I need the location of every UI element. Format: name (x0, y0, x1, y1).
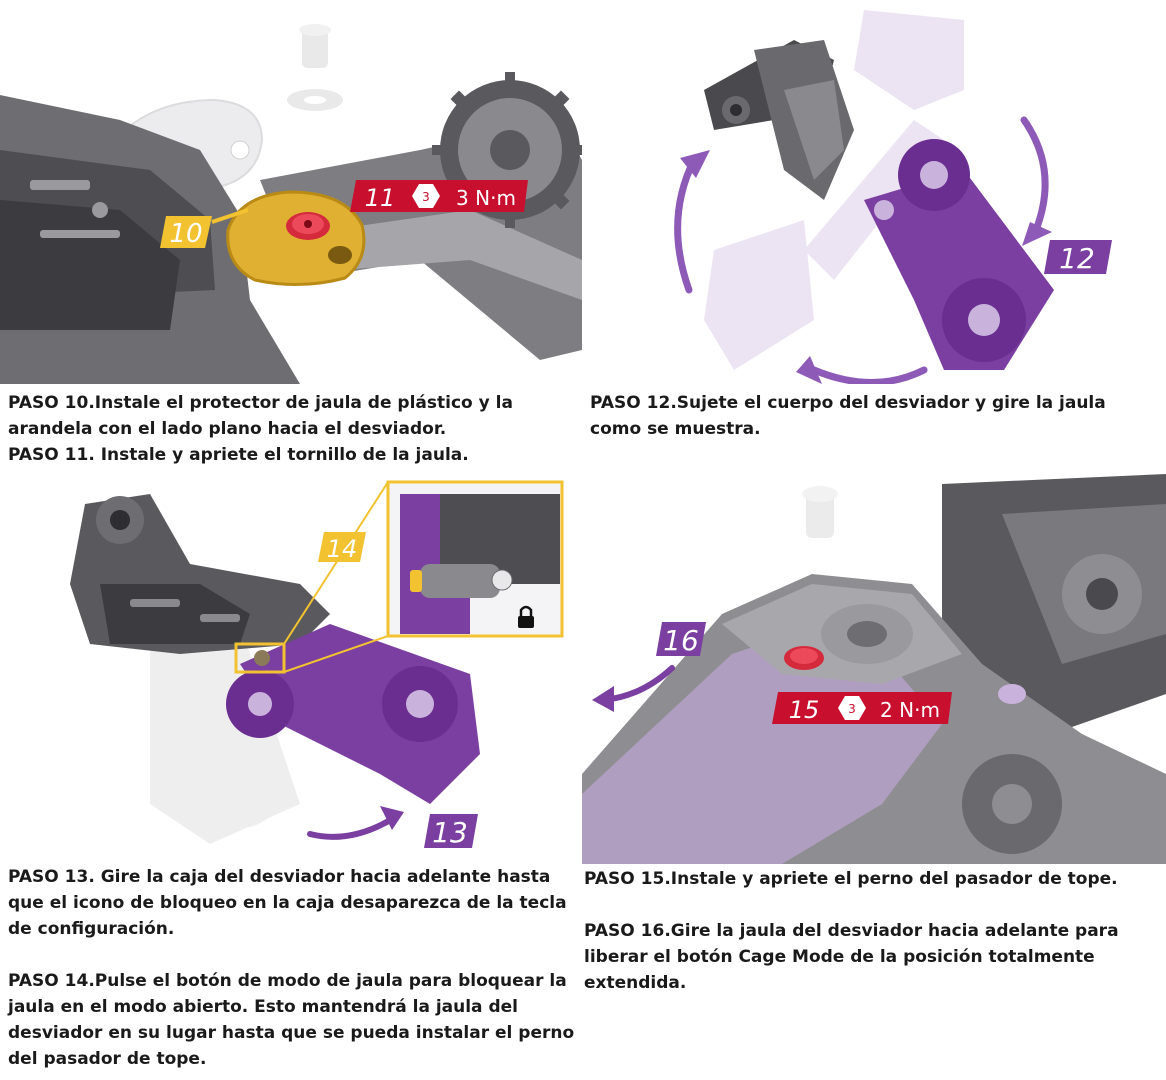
cage-mode-highlight (234, 642, 286, 674)
callout-step-16: 16 (656, 622, 706, 657)
caption-step-14: PASO 14.Pulse el botón de modo de jaula … (8, 971, 575, 1069)
callout-step-14-label: 14 (327, 535, 358, 563)
torque-label: 2 N·m (880, 698, 940, 722)
purple-cage (226, 624, 480, 804)
hex-size-label: 3 (848, 702, 856, 716)
hex-key-icon (838, 696, 866, 720)
red-bolt-icon (286, 212, 330, 240)
callout-step-11-label: 11 (365, 184, 396, 212)
hex-size-label: 3 (422, 190, 430, 204)
derailleur-body (70, 494, 330, 654)
caption-step-15-16: PASO 15.Instale y apriete el perno del p… (584, 866, 1160, 996)
caption-step-10: PASO 10.Instale el protector de jaula de… (8, 393, 513, 439)
lock-icon (518, 605, 534, 628)
caption-step-12: PASO 12.Sujete el cuerpo del desviador y… (590, 390, 1160, 442)
callout-step-12: 12 (1044, 240, 1112, 275)
callout-step-15: 15 3 2 N·m (772, 692, 952, 724)
caption-step-12-text: PASO 12.Sujete el cuerpo del desviador y… (590, 393, 1106, 439)
illustration-step-13-14: 14 13 (0, 474, 582, 860)
derailleur-body (704, 40, 854, 200)
purple-cage (864, 139, 1054, 370)
callout-step-13-label: 13 (432, 816, 468, 849)
rotate-arrow-icon (592, 665, 675, 712)
caption-step-13-14: PASO 13. Gire la caja del desviador haci… (8, 864, 576, 1072)
callout-step-12-label: 12 (1059, 242, 1095, 275)
hex-key-icon (412, 184, 440, 208)
callout-step-15-label: 15 (789, 696, 820, 724)
illustration-step-10-11: 10 11 3 3 N·m (0, 0, 582, 384)
callout-step-13: 13 (424, 814, 478, 849)
inset-cage-mode-button (386, 480, 564, 638)
ghost-bolt-icon (287, 24, 343, 111)
illustration-step-12: 12 (584, 0, 1166, 384)
callout-step-11: 11 3 3 N·m (350, 180, 528, 212)
rotate-arrow-icon (674, 116, 1049, 384)
torque-label: 3 N·m (456, 186, 516, 210)
caption-step-10-11: PASO 10.Instale el protector de jaula de… (8, 390, 580, 468)
caption-step-11: PASO 11. Instale y apriete el tornillo d… (8, 445, 469, 465)
rotate-arrow-icon (307, 806, 404, 840)
gold-cage-protector (226, 190, 366, 286)
ghost-bolt-icon (802, 486, 838, 538)
red-bolt-icon (784, 646, 824, 670)
caption-step-15: PASO 15.Instale y apriete el perno del p… (584, 869, 1118, 889)
callout-step-16-label: 16 (663, 624, 699, 657)
caption-step-13: PASO 13. Gire la caja del desviador haci… (8, 867, 567, 939)
callout-step-10-label: 10 (169, 219, 202, 249)
illustration-step-15-16: 15 3 2 N·m 16 (582, 474, 1166, 864)
caption-step-16: PASO 16.Gire la jaula del desviador haci… (584, 921, 1119, 993)
callout-step-10: 10 (160, 208, 249, 249)
callout-step-14: 14 (318, 532, 366, 563)
